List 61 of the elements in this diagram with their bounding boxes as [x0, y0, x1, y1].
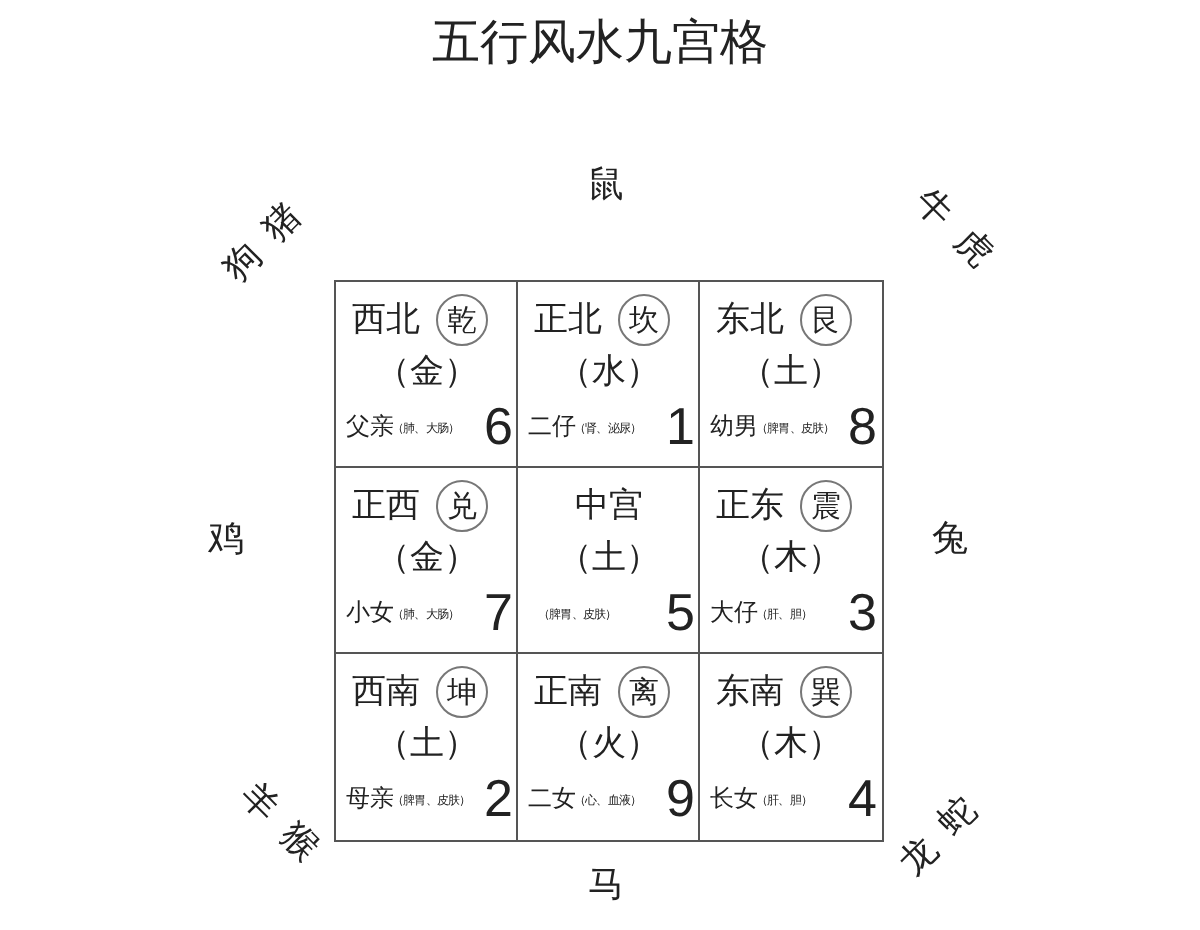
element-text: （金） [373, 540, 480, 578]
number-text: 5 [666, 584, 695, 642]
family-member-text: 长女 [710, 786, 758, 813]
trigram-circle: 坎 [618, 294, 670, 346]
direction-text: 西北 [352, 302, 420, 340]
zodiac-label: 鸡 [208, 520, 264, 560]
direction-text: 西南 [352, 674, 420, 712]
trigram-circle: 兑 [436, 480, 488, 532]
trigram-circle: 巽 [800, 666, 852, 718]
family-member-text: 二仔 [528, 414, 576, 441]
trigram-circle: 乾 [436, 294, 488, 346]
zodiac-label: 牛虎 [906, 182, 1014, 290]
trigram-circle: 震 [800, 480, 852, 532]
number-text: 6 [484, 398, 513, 456]
zodiac-label: 龙蛇 [892, 776, 1000, 884]
grid-cell [516, 652, 701, 841]
direction-text: 东南 [716, 674, 784, 712]
direction-text: 正东 [716, 488, 784, 526]
grid-cell [334, 280, 519, 469]
element-text: （土） [737, 354, 844, 392]
element-text: （水） [555, 354, 662, 392]
number-text: 7 [484, 584, 513, 642]
element-text: （木） [737, 540, 844, 578]
number-text: 1 [666, 398, 695, 456]
trigram-circle: 离 [618, 666, 670, 718]
grid-cell [516, 280, 701, 469]
direction-text: 正北 [534, 302, 602, 340]
family-member-text: 母亲 [346, 786, 394, 813]
element-text: （木） [737, 726, 844, 764]
grid-cell [334, 652, 519, 841]
family-member-text: 大仔 [710, 600, 758, 627]
zodiac-label: 鼠 [588, 166, 644, 206]
direction-text: 中宫 [572, 488, 645, 526]
number-text: 9 [666, 770, 695, 828]
direction-text: 正西 [352, 488, 420, 526]
grid-cell [698, 280, 883, 469]
element-text: （土） [555, 540, 662, 578]
number-text: 3 [848, 584, 877, 642]
grid-cell [698, 466, 883, 655]
number-text: 4 [848, 770, 877, 828]
family-member-text: 小女 [346, 600, 394, 627]
family-member-text: 父亲 [346, 414, 394, 441]
direction-text: 正南 [534, 674, 602, 712]
direction-text: 东北 [716, 302, 784, 340]
family-member-text: 幼男 [710, 414, 758, 441]
trigram-circle: 坤 [436, 666, 488, 718]
element-text: （火） [555, 726, 662, 764]
family-member-text: 二女 [528, 786, 576, 813]
zodiac-label: 羊猴 [232, 776, 340, 884]
grid-cell [334, 466, 519, 655]
grid-cell [698, 652, 883, 841]
number-text: 8 [848, 398, 877, 456]
number-text: 2 [484, 770, 513, 828]
zodiac-label: 兔 [932, 520, 988, 560]
element-text: （土） [373, 726, 480, 764]
zodiac-label: 马 [588, 866, 644, 906]
trigram-circle: 艮 [800, 294, 852, 346]
element-text: （金） [373, 354, 480, 392]
diagram-title: 五行风水九宫格 [430, 16, 770, 69]
grid-cell [516, 466, 701, 655]
zodiac-label: 狗猪 [216, 182, 324, 290]
